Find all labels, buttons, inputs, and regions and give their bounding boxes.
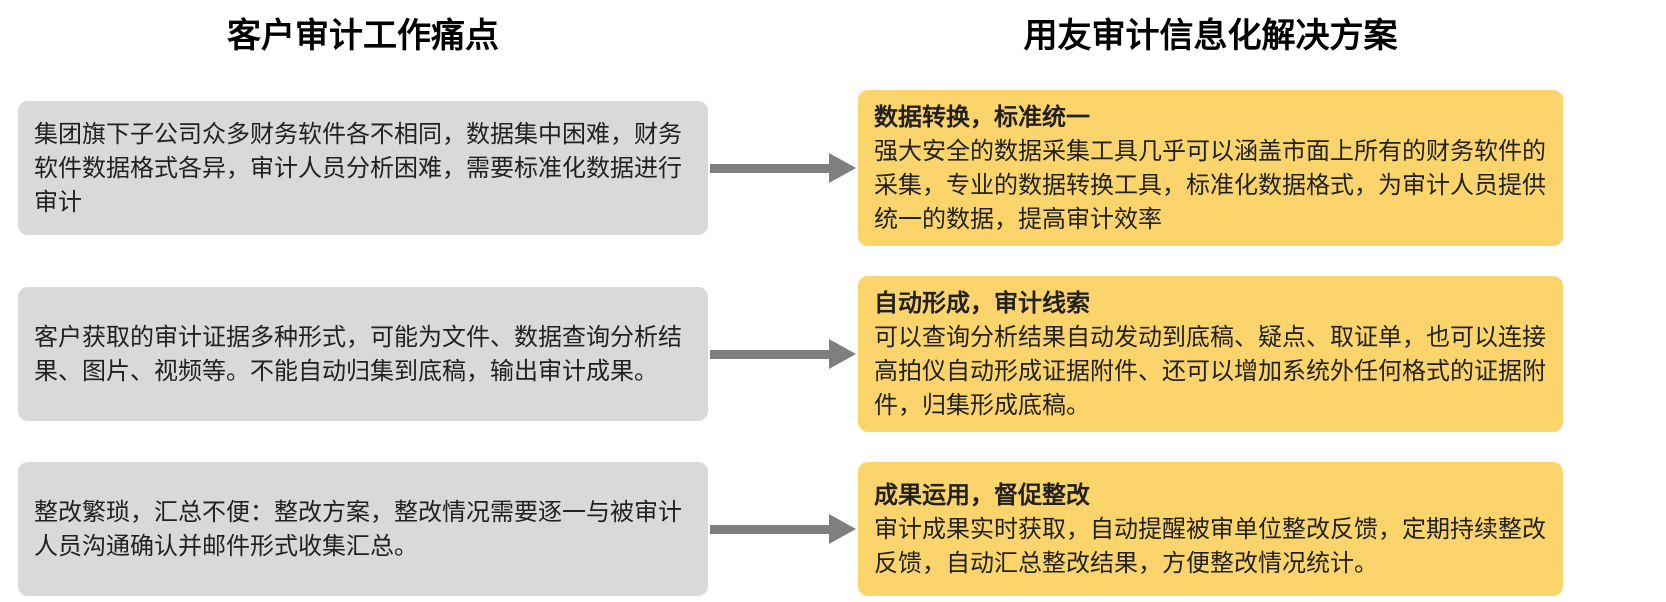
- arrow-head: [829, 514, 856, 544]
- arrow-right-icon: [708, 339, 858, 369]
- solution-title: 自动形成，审计线索: [874, 289, 1090, 317]
- solution-title: 数据转换，标准统一: [874, 103, 1090, 131]
- arrow-head: [829, 153, 856, 183]
- arrow-right-icon: [708, 153, 858, 183]
- solution-box: 自动形成，审计线索 可以查询分析结果自动发动到底稿、疑点、取证单，也可以连接高拍…: [858, 276, 1563, 432]
- pain-point-box: 集团旗下子公司众多财务软件各不相同，数据集中困难，财务软件数据格式各异，审计人员…: [18, 101, 708, 235]
- left-column-title: 客户审计工作痛点: [227, 16, 499, 56]
- pain-point-box: 客户获取的审计证据多种形式，可能为文件、数据查询分析结果、图片、视频等。不能自动…: [18, 287, 708, 421]
- arrow-shaft: [710, 349, 829, 359]
- solution-body: 可以查询分析结果自动发动到底稿、疑点、取证单，也可以连接高拍仪自动形成证据附件、…: [874, 323, 1546, 419]
- pain-point-box: 整改繁琐，汇总不便：整改方案，整改情况需要逐一与被审计人员沟通确认并邮件形式收集…: [18, 462, 708, 596]
- solution-box: 成果运用，督促整改 审计成果实时获取，自动提醒被审单位整改反馈，定期持续整改反馈…: [858, 462, 1563, 596]
- solution-title: 成果运用，督促整改: [874, 481, 1090, 509]
- solution-body: 强大安全的数据采集工具几乎可以涵盖市面上所有的财务软件的采集，专业的数据转换工具…: [874, 137, 1546, 233]
- arrow-shaft: [710, 163, 829, 173]
- arrow-shaft: [710, 524, 829, 534]
- arrow-head: [829, 339, 856, 369]
- solution-body: 审计成果实时获取，自动提醒被审单位整改反馈，定期持续整改反馈，自动汇总整改结果，…: [874, 515, 1546, 577]
- right-column-title: 用友审计信息化解决方案: [1023, 16, 1398, 56]
- arrow-right-icon: [708, 514, 858, 544]
- solution-box: 数据转换，标准统一 强大安全的数据采集工具几乎可以涵盖市面上所有的财务软件的采集…: [858, 90, 1563, 246]
